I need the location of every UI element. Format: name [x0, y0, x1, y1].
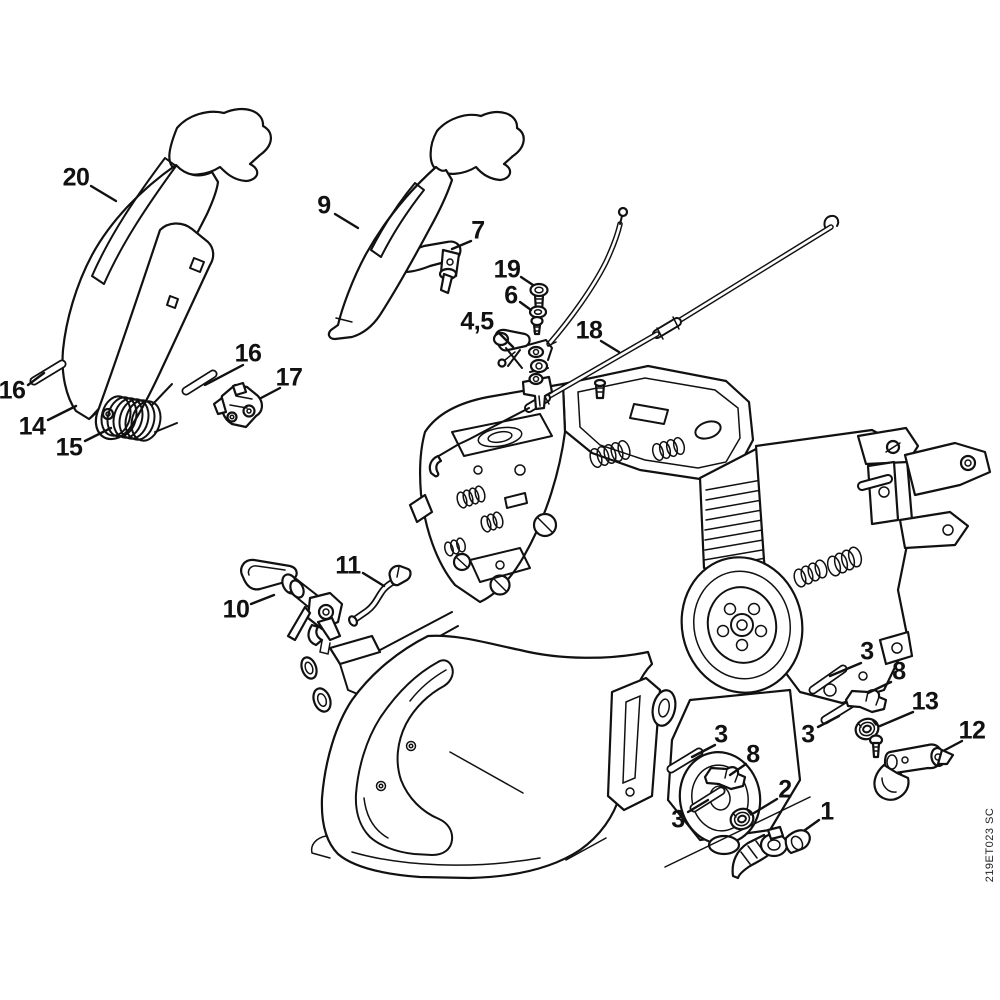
- part-label-17-11: 17: [275, 363, 303, 392]
- part-label-9-1: 9: [317, 191, 331, 220]
- part-label-3-14: 3: [860, 637, 874, 666]
- leader-line-3-14: [828, 661, 863, 678]
- leader-line-17-11: [259, 386, 282, 400]
- buffer-spring-icons: [589, 436, 686, 469]
- part-label-16-7: 16: [0, 376, 26, 405]
- part-label-1-23: 1: [820, 797, 834, 826]
- leader-line-layer: [26, 184, 964, 832]
- part-label-20-0: 20: [62, 163, 90, 192]
- part-label-3-17: 3: [801, 720, 815, 749]
- leader-line-2-22: [752, 797, 779, 815]
- leader-line-4-5-5: [496, 330, 515, 349]
- interlock-lever-17: [212, 381, 263, 429]
- leader-line-20-0: [89, 184, 118, 203]
- leader-line-15-9: [83, 426, 113, 443]
- leader-line-11-13: [361, 571, 386, 588]
- leader-line-16-7: [26, 371, 46, 387]
- part-label-16-10: 16: [234, 339, 262, 368]
- control-rod-11: [347, 564, 412, 627]
- leader-line-16-10: [203, 363, 245, 387]
- leader-line-3-19: [690, 743, 717, 759]
- leader-line-1-23: [803, 818, 821, 832]
- flywheel: [680, 556, 804, 694]
- leader-line-3-17: [816, 714, 841, 729]
- part-label-6-4: 6: [504, 281, 518, 310]
- part-label-18-6: 18: [575, 316, 603, 345]
- part-label-12-18: 12: [958, 716, 986, 745]
- part-label-7-2: 7: [471, 216, 485, 245]
- throttle-shaft-assembly: [492, 328, 557, 411]
- handle-molding-left: [61, 108, 272, 441]
- leader-line-12-18: [943, 739, 964, 752]
- trigger-interlock-1: [731, 825, 811, 880]
- leader-line-9-1: [333, 212, 360, 230]
- leader-line-18-6: [599, 339, 621, 354]
- throttle-cable: [428, 206, 840, 478]
- leader-line-10-12: [249, 593, 276, 606]
- part-label-19-3: 19: [493, 255, 521, 284]
- part-label-8-20: 8: [746, 740, 760, 769]
- part-label-4-5-5: 4,5: [460, 307, 494, 336]
- leader-line-8-15: [866, 680, 893, 695]
- coil-spring-15: [100, 383, 178, 442]
- tank-handle-housing: [310, 634, 677, 880]
- part-label-15-9: 15: [55, 433, 83, 462]
- part-label-13-16: 13: [911, 687, 939, 716]
- leader-line-14-8: [46, 404, 78, 422]
- leader-line-6-4: [518, 300, 533, 312]
- part-label-2-22: 2: [778, 775, 792, 804]
- part-label-14-8: 14: [18, 412, 46, 441]
- part-label-8-15: 8: [892, 657, 906, 686]
- handle-molding-right: [327, 111, 525, 341]
- screw-and-washers: [528, 282, 549, 336]
- leader-line-13-16: [878, 710, 915, 728]
- lockout-lever-12: [868, 734, 955, 801]
- leader-line-3-21: [686, 798, 710, 814]
- leader-line-7-2: [450, 239, 473, 251]
- carb-spring-icons: [443, 485, 504, 557]
- grommet-13: [854, 717, 880, 741]
- master-control-lever: [240, 558, 344, 655]
- part-label-10-12: 10: [222, 595, 250, 624]
- case-spring-icons: [793, 546, 863, 588]
- part-label-3-19: 3: [714, 720, 728, 749]
- pins-and-spring: [29, 359, 263, 442]
- leader-line-8-20: [728, 762, 748, 777]
- diagram-code: 219ET023 SC: [984, 807, 996, 883]
- part-label-3-21: 3: [671, 805, 685, 834]
- part-label-11-13: 11: [335, 551, 361, 580]
- throttle-trigger: [397, 240, 462, 295]
- grommet-2: [729, 807, 755, 831]
- leader-line-19-3: [519, 275, 535, 287]
